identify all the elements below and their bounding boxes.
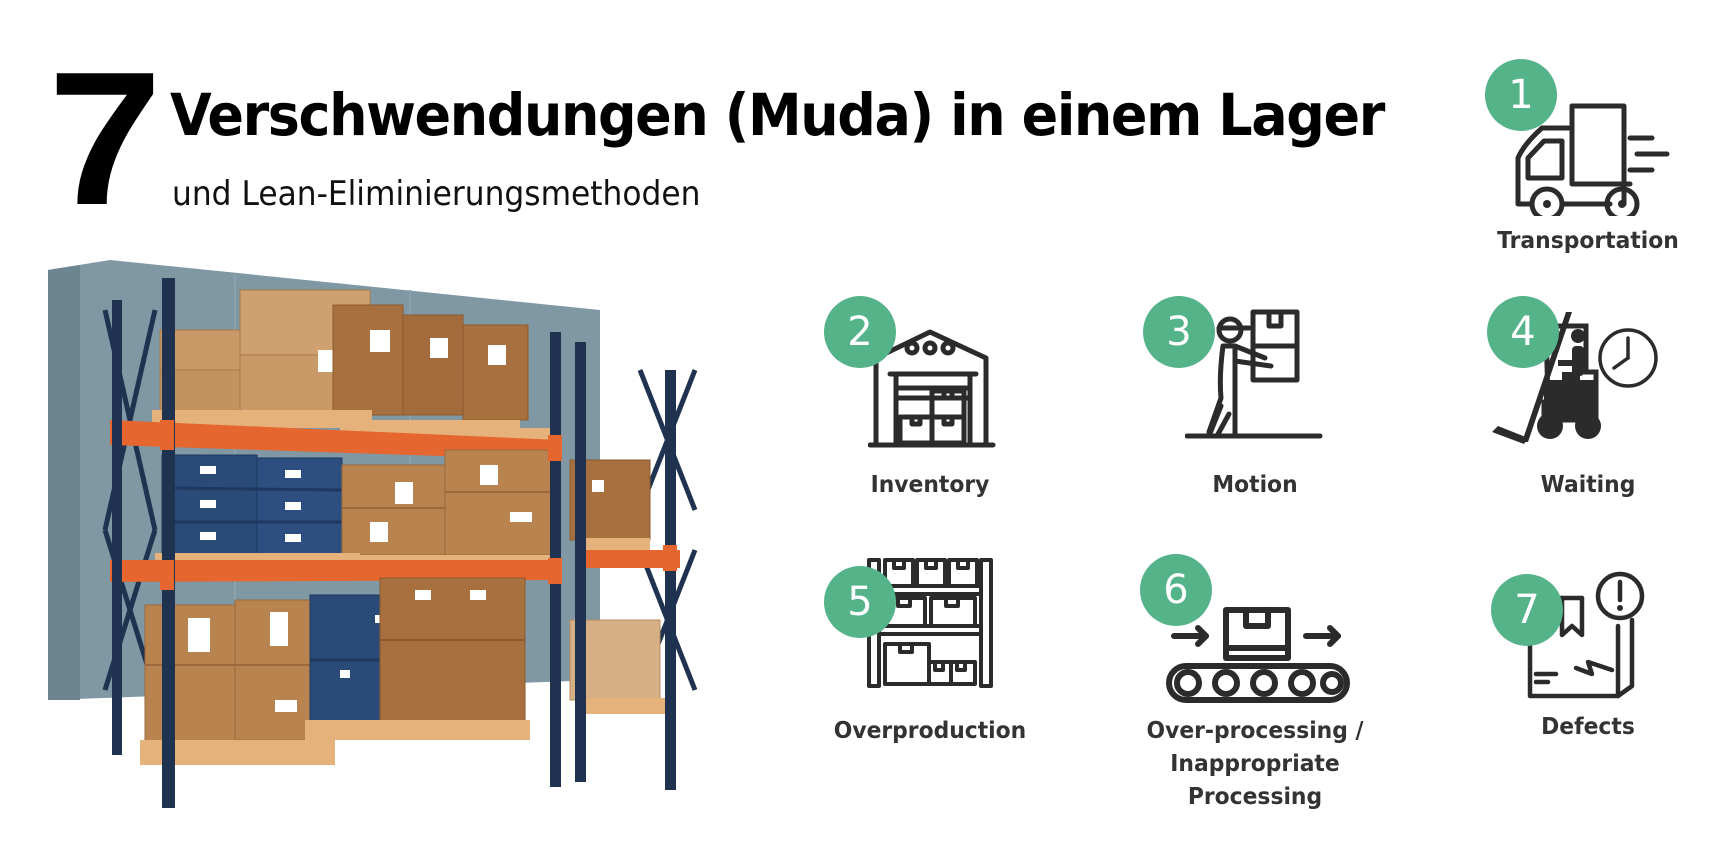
waste-label: Defects (1541, 714, 1635, 740)
warehouse-icon (868, 329, 996, 448)
delivery-truck-icon (1515, 103, 1670, 216)
page-subtitle: und Lean-Eliminierungsmethoden (172, 174, 701, 214)
waste-number-badge: 7 (1491, 574, 1563, 646)
waste-number-badge: 2 (824, 296, 896, 368)
worker-carrying-box-icon (1185, 309, 1323, 439)
waste-label: Motion (1212, 472, 1298, 498)
waste-label: Waiting (1540, 472, 1636, 498)
waste-number-badge: 5 (824, 566, 896, 638)
waste-label: Inventory (870, 472, 990, 498)
waste-item-transportation: 1 Transportation (1478, 56, 1698, 266)
waste-item-motion: 3 Motion (1143, 296, 1365, 506)
waste-item-defects: 7 Defects (1478, 570, 1698, 760)
waste-label-line-1: Over-processing / (1146, 718, 1364, 744)
waste-label: Overproduction (833, 718, 1027, 744)
waste-number-badge: 1 (1485, 59, 1557, 131)
page-title: Verschwendungen (Muda) in einem Lager (170, 81, 1385, 149)
waste-number-badge: 3 (1143, 296, 1215, 368)
waste-item-waiting: 4 Waiting (1478, 296, 1698, 506)
waste-label-line-3: Processing (1187, 784, 1323, 810)
conveyor-belt-icon (1166, 607, 1350, 703)
waste-item-inventory: 2 Inventory (820, 296, 1040, 506)
waste-label: Transportation (1497, 228, 1679, 254)
waste-number-badge: 6 (1140, 554, 1212, 626)
waste-number-badge: 4 (1487, 296, 1559, 368)
waste-item-overproduction: 5 Overproduction (820, 556, 1040, 756)
big-number-seven: 7 (48, 33, 162, 245)
forklift-clock-icon (1492, 312, 1658, 444)
waste-item-over-processing: 6 Over-processing / Inappropriate Proces… (1120, 550, 1390, 820)
warehouse-rack-illustration (48, 260, 698, 808)
waste-label-line-2: Inappropriate (1170, 751, 1340, 777)
